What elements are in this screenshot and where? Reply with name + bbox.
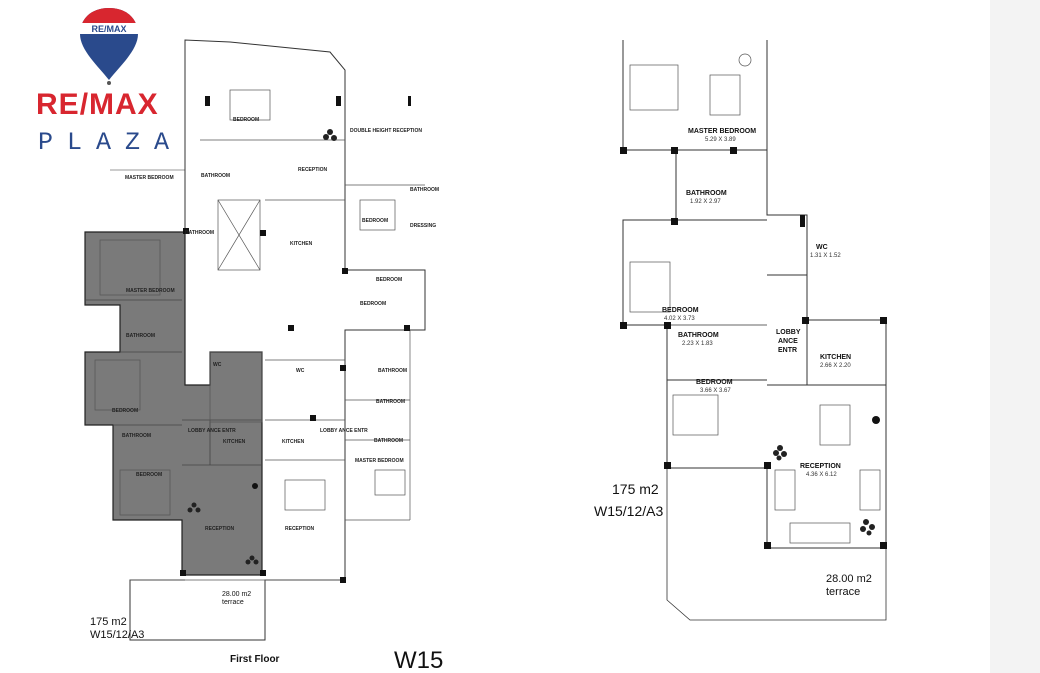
lp-room-25: LOBBY ANCE ENTR [320, 428, 368, 434]
rp-dims-4: 4.02 X 3.73 [664, 316, 695, 322]
rp-room-7: ENTR [778, 347, 797, 354]
plan-title: W15 [394, 647, 443, 673]
rp-area: 175 m2 [612, 481, 659, 497]
rp-room-1: MASTER BEDROOM [688, 128, 756, 135]
lp-room-15: WC [213, 362, 222, 368]
lp-room-24: KITCHEN [282, 439, 305, 445]
lp-room-8: KITCHEN [290, 241, 313, 247]
floor-label: First Floor [230, 654, 280, 665]
lp-room-27: RECEPTION [285, 526, 315, 532]
lp-room-20: BEDROOM [360, 301, 386, 307]
lp-unit-code: W15/12/A3 [90, 629, 144, 641]
rp-room-2: BATHROOM [686, 190, 727, 197]
lp-room-9: BEDROOM [362, 218, 388, 224]
plant-icon [187, 129, 875, 565]
lp-room-3: BATHROOM [201, 173, 230, 179]
balloon-logo-icon: RE/MAX [80, 8, 138, 85]
lp-room-2: MASTER BEDROOM [125, 175, 174, 181]
rp-dims-5: 2.23 X 1.83 [682, 341, 713, 347]
logo-name-right: MAX [89, 88, 159, 121]
lp-room-29: BEDROOM [376, 277, 402, 283]
rp-dims-10: 4.36 X 6.12 [806, 472, 837, 478]
floor-plans: BEDROOM MASTER BEDROOM BATHROOM BATHROOM… [84, 39, 887, 673]
rp-room-6b: ANCE [778, 338, 798, 345]
lp-room-4: BATHROOM [185, 230, 214, 236]
rp-room-10: RECEPTION [800, 463, 841, 470]
rp-dims-8: 2.66 X 2.20 [820, 363, 851, 369]
lp-room-7: BATHROOM [410, 187, 439, 193]
left-plan-labels: BEDROOM MASTER BEDROOM BATHROOM BATHROOM… [90, 117, 443, 673]
rp-dims-9: 3.66 X 3.67 [700, 388, 731, 394]
lp-room-5: RECEPTION [298, 167, 328, 173]
lp-room-19: RECEPTION [205, 526, 235, 532]
highlighted-unit [84, 231, 263, 576]
rp-room-9: BEDROOM [696, 379, 733, 386]
lp-room-10: DRESSING [410, 223, 436, 229]
lp-room-22: BATHROOM [376, 399, 405, 405]
right-floor-plan [620, 40, 887, 621]
lp-room-14: BATHROOM [122, 433, 151, 439]
right-plan-labels: MASTER BEDROOM 5.29 X 3.89 BATHROOM 1.92… [594, 128, 872, 598]
left-floor-plan [84, 39, 426, 641]
rp-room-8: KITCHEN [820, 354, 851, 361]
lp-terrace-label: terrace [222, 599, 244, 606]
rp-room-3: WC [816, 244, 828, 251]
lp-room-13: BEDROOM [112, 408, 138, 414]
rp-dims-3: 1.31 X 1.52 [810, 253, 841, 259]
logo-subtitle: PLAZA [38, 128, 184, 157]
lp-room-12: BATHROOM [126, 333, 155, 339]
rp-room-6: LOBBY [776, 329, 801, 336]
lp-area: 175 m2 [90, 616, 127, 628]
rp-terrace-label: terrace [826, 586, 860, 598]
lp-room-28: BATHROOM [374, 438, 403, 444]
logo-name: RE/MAX [36, 88, 159, 122]
lp-room-23: MASTER BEDROOM [355, 458, 404, 464]
logo-name-left: RE [36, 88, 80, 121]
lp-room-26: WC [296, 368, 305, 374]
rp-room-5: BATHROOM [678, 332, 719, 339]
lp-terrace-area: 28.00 m2 [222, 591, 251, 598]
lp-room-6: DOUBLE HEIGHT RECEPTION [350, 128, 422, 134]
lp-room-17: KITCHEN [223, 439, 246, 445]
balloon-text: RE/MAX [91, 24, 126, 34]
rp-dims-1: 5.29 X 3.89 [705, 137, 736, 143]
lp-room-1: BEDROOM [233, 117, 259, 123]
lp-room-16: LOBBY ANCE ENTR [188, 428, 236, 434]
rp-unit-code: W15/12/A3 [594, 503, 663, 519]
rp-dims-2: 1.92 X 2.97 [690, 199, 721, 205]
right-panel-edge [990, 0, 1040, 673]
lp-room-11: MASTER BEDROOM [126, 288, 175, 294]
logo-name-slash: / [79, 88, 90, 121]
rp-terrace-area: 28.00 m2 [826, 573, 872, 585]
lp-room-18: BEDROOM [136, 472, 162, 478]
rp-room-4: BEDROOM [662, 307, 699, 314]
lp-room-21: BATHROOM [378, 368, 407, 374]
